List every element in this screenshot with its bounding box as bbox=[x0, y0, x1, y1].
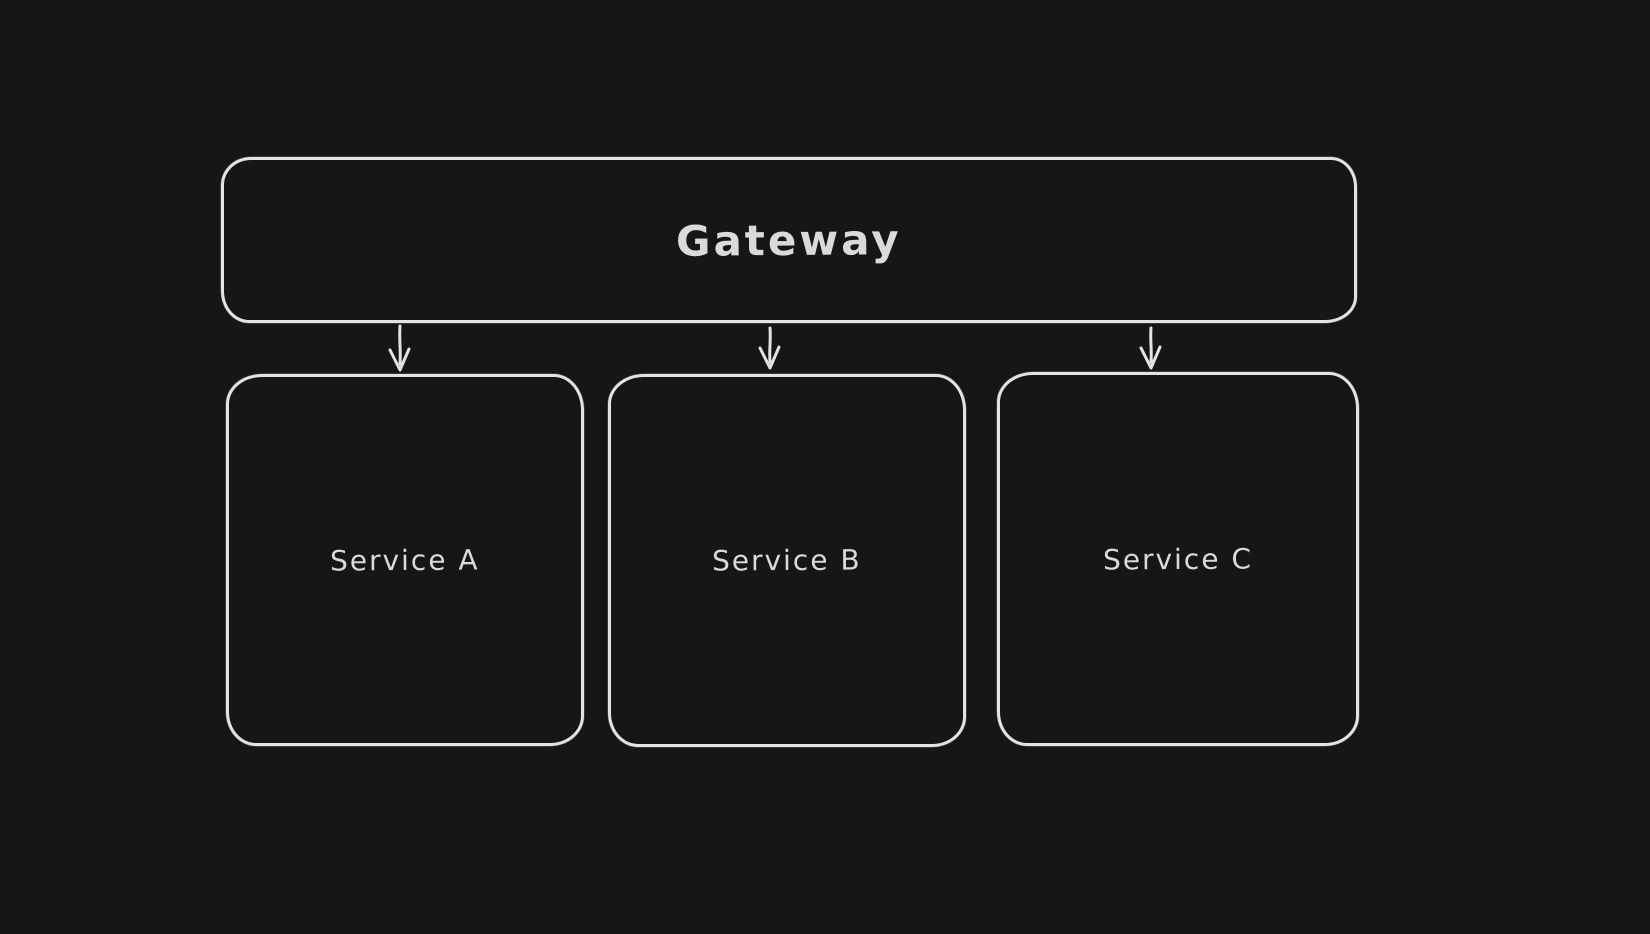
service-b-node[interactable]: Service B bbox=[608, 374, 966, 747]
arrow-gateway-to-service-b[interactable] bbox=[758, 326, 781, 370]
gateway-node[interactable]: Gateway bbox=[221, 157, 1357, 323]
service-a-node[interactable]: Service A bbox=[226, 374, 584, 746]
service-c-node-label: Service C bbox=[1102, 541, 1254, 577]
service-c-node[interactable]: Service C bbox=[997, 372, 1359, 746]
service-b-node-label: Service B bbox=[712, 543, 862, 578]
arrow-gateway-to-service-c[interactable] bbox=[1139, 326, 1162, 370]
service-a-node-label: Service A bbox=[330, 542, 480, 578]
arrow-gateway-to-service-a[interactable] bbox=[388, 324, 411, 372]
gateway-node-label: Gateway bbox=[676, 214, 902, 266]
